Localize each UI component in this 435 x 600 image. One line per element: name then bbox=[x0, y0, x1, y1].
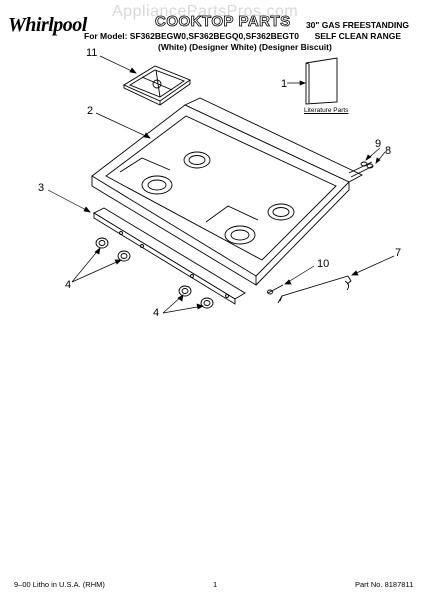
callout-8: 8 bbox=[385, 145, 392, 157]
rear-bracket bbox=[277, 275, 352, 304]
watermark: AppliancePartsPros.com bbox=[112, 3, 299, 20]
callout-4-left: 4 bbox=[65, 279, 72, 291]
callout-3: 3 bbox=[38, 182, 45, 194]
screw-assembly bbox=[348, 161, 374, 178]
range-type: 30" GAS FREESTANDING bbox=[305, 20, 409, 30]
whirlpool-logo: Whirlpool bbox=[8, 14, 87, 36]
model-numbers: For Model: SF362BEGW0,SF362BEGQ0,SF362BE… bbox=[84, 31, 299, 41]
literature-booklet bbox=[305, 57, 338, 105]
manifold-panel bbox=[93, 207, 246, 305]
callout-2: 2 bbox=[87, 105, 94, 117]
callout-10: 10 bbox=[317, 258, 330, 270]
callout-11: 11 bbox=[86, 47, 98, 59]
callout-1: 1 bbox=[281, 78, 288, 90]
page-number: 1 bbox=[213, 580, 218, 589]
callout-7: 7 bbox=[395, 247, 402, 259]
burner-grate bbox=[123, 65, 191, 106]
part-number: Part No. 8187811 bbox=[355, 580, 414, 589]
model-variants: (White) (Designer White) (Designer Biscu… bbox=[158, 42, 332, 52]
small-screw bbox=[267, 284, 284, 295]
range-subtype: SELF CLEAN RANGE bbox=[314, 31, 401, 41]
footer-litho: 9–00 Litho in U.S.A. (RHM) bbox=[14, 580, 105, 589]
callout-9: 9 bbox=[375, 138, 382, 150]
literature-parts-label: Literature Parts bbox=[304, 107, 349, 114]
control-knobs bbox=[95, 237, 214, 309]
page-title: COOKTOP PARTS bbox=[155, 13, 291, 31]
cooktop bbox=[91, 97, 363, 286]
callout-4-right: 4 bbox=[153, 307, 160, 319]
leader-lines bbox=[47, 55, 395, 314]
